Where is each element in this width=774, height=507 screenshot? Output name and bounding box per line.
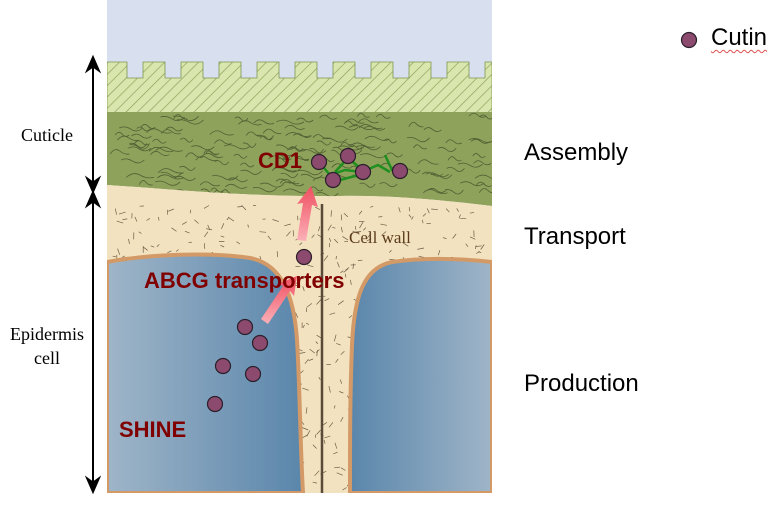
transport-arrow-upper <box>297 186 318 241</box>
stage-production: Production <box>524 370 639 397</box>
arrow-head-down-cuticle <box>84 175 102 195</box>
wax-layer <box>107 61 492 121</box>
label-epidermis-line1: Epidermis <box>10 324 84 344</box>
arrow-head-down-epidermis <box>84 475 102 495</box>
cutin-dot <box>251 334 269 352</box>
cutin-dot <box>295 248 313 266</box>
cutin-dot <box>324 171 342 189</box>
stage-assembly: Assembly <box>524 139 629 166</box>
transport-arrow-lower <box>261 276 297 324</box>
cutin-dot <box>214 357 232 375</box>
legend-cutin-label: Cutin <box>711 24 768 51</box>
arrow-head-up-epidermis <box>84 189 102 209</box>
cutin-dot <box>244 365 262 383</box>
label-cuticle: Cuticle <box>21 125 73 145</box>
cutin-dot <box>310 153 328 171</box>
tissue-panel <box>107 0 492 493</box>
label-cell-wall: Cell wall <box>349 228 411 247</box>
cutin-dot <box>339 147 357 165</box>
label-epidermis-cell: Epidermis cell <box>2 322 92 370</box>
label-abcg-transporters: ABCG transporters <box>144 268 344 293</box>
arrow-head-up-cuticle <box>84 54 102 74</box>
cutin-dot <box>391 162 409 180</box>
legend-cutin-marker <box>680 31 698 49</box>
label-cd1: CD1 <box>258 148 302 173</box>
cutin-dot <box>354 163 372 181</box>
stage-transport: Transport <box>524 223 626 250</box>
cutin-dots <box>206 147 409 413</box>
cutin-dot <box>206 395 224 413</box>
epidermal-cell-right <box>348 257 492 493</box>
label-epidermis-line2: cell <box>34 348 60 368</box>
dimension-arrows <box>84 54 102 495</box>
cutin-dot <box>236 318 254 336</box>
label-shine: SHINE <box>119 417 186 442</box>
